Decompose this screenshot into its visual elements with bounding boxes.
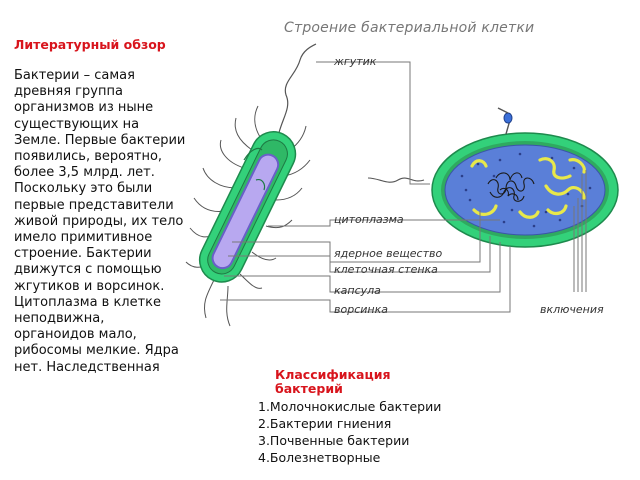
classification-item: 2.Бактерии гниения (258, 416, 392, 431)
classification-list: 1.Молочнокислые бактерии 2.Бактерии гние… (258, 398, 441, 466)
flagellum-line (277, 43, 317, 138)
oval-bacterium (367, 107, 619, 248)
label-cell-wall: клеточная стенка (334, 263, 438, 276)
pili-hairs (185, 105, 311, 327)
rod-bacterium (185, 43, 317, 327)
flagellum-stub (497, 107, 513, 135)
literature-title: Литературный обзор (14, 37, 166, 52)
diagram-title: Строение бактериальной клетки (284, 20, 535, 36)
label-nuclear-material: ядерное вещество (334, 247, 443, 260)
label-cytoplasm: цитоплазма (334, 213, 404, 226)
leader-lines (220, 61, 587, 313)
label-capsule: капсула (334, 284, 381, 297)
classification-title: Классификация бактерий (275, 367, 391, 396)
label-pili: ворсинка (334, 303, 388, 316)
classification-item: 3.Почвенные бактерии (258, 433, 410, 448)
label-inclusions: включения (540, 303, 604, 316)
classification-item: 1.Молочнокислые бактерии (258, 399, 442, 414)
ribosome-dots (460, 152, 592, 228)
literature-text: Бактерии – самая древняя группа организм… (14, 68, 186, 375)
classification-item: 4.Болезнетворные (258, 450, 381, 465)
label-flagellum: жгутик (334, 55, 377, 68)
nuclear-material (487, 172, 535, 202)
